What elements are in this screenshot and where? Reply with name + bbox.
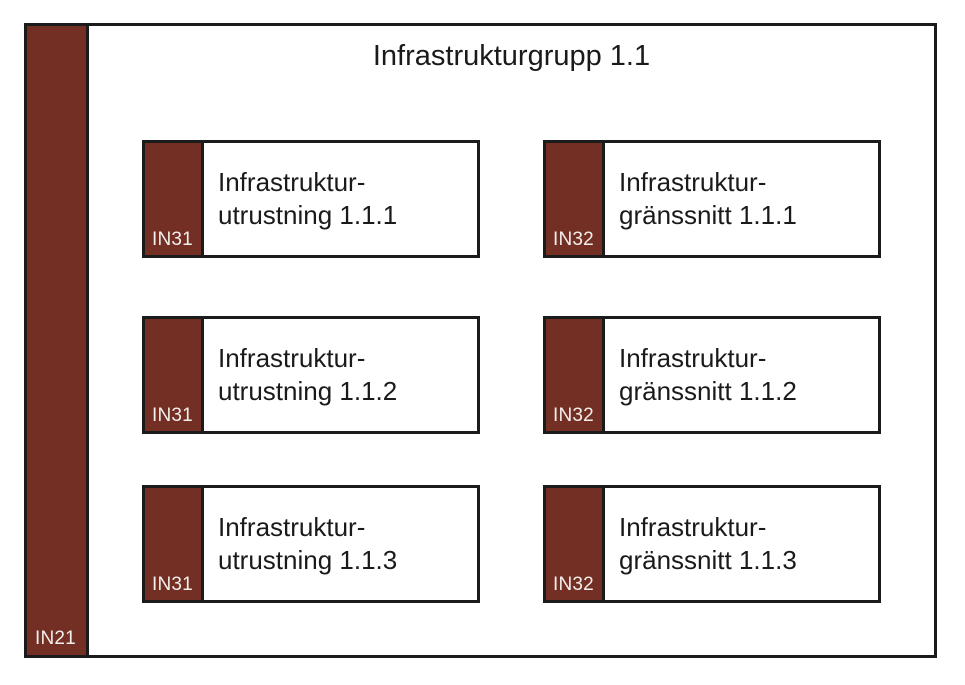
box-text-line2: utrustning 1.1.2 <box>218 376 398 406</box>
group-tab-in21: IN21 <box>27 26 89 655</box>
box-tab-in31: IN31 <box>145 488 204 600</box>
box-tab-label: IN31 <box>152 574 193 595</box>
box-text: Infrastruktur- utrustning 1.1.2 <box>204 319 477 431</box>
box-tab-in31: IN31 <box>145 143 204 255</box>
box-text-line2: gränssnitt 1.1.1 <box>619 200 797 230</box>
box-text-line1: Infrastruktur- <box>218 511 366 542</box>
group-tab-label: IN21 <box>35 628 76 649</box>
group-title: Infrastrukturgrupp 1.1 <box>372 40 651 72</box>
box-text-line1: Infrastruktur- <box>218 166 366 197</box>
box-tab-label: IN32 <box>553 405 594 426</box>
box-tab-in32: IN32 <box>546 143 605 255</box>
box-text: Infrastruktur- gränssnitt 1.1.2 <box>605 319 878 431</box>
box-text-line2: gränssnitt 1.1.2 <box>619 376 797 406</box>
box-tab-label: IN32 <box>553 574 594 595</box>
box-text: Infrastruktur- utrustning 1.1.1 <box>204 143 477 255</box>
box-text-line2: utrustning 1.1.3 <box>218 545 398 575</box>
box-tab-label: IN32 <box>553 229 594 250</box>
box-text: Infrastruktur- gränssnitt 1.1.3 <box>605 488 878 600</box>
box-utrustning-1-1-3: IN31 Infrastruktur- utrustning 1.1.3 <box>142 485 480 603</box>
box-text: Infrastruktur- utrustning 1.1.3 <box>204 488 477 600</box>
box-tab-in31: IN31 <box>145 319 204 431</box>
box-text-line1: Infrastruktur- <box>619 342 767 373</box>
box-text-line1: Infrastruktur- <box>218 342 366 373</box>
box-tab-in32: IN32 <box>546 488 605 600</box>
box-tab-label: IN31 <box>152 405 193 426</box>
box-granssnitt-1-1-3: IN32 Infrastruktur- gränssnitt 1.1.3 <box>543 485 881 603</box>
box-text-line1: Infrastruktur- <box>619 166 767 197</box>
box-text-line1: Infrastruktur- <box>619 511 767 542</box>
group-body: Infrastrukturgrupp 1.1 IN31 Infrastruktu… <box>89 26 934 655</box>
box-granssnitt-1-1-2: IN32 Infrastruktur- gränssnitt 1.1.2 <box>543 316 881 434</box>
box-text-line2: gränssnitt 1.1.3 <box>619 545 797 575</box>
box-utrustning-1-1-1: IN31 Infrastruktur- utrustning 1.1.1 <box>142 140 480 258</box>
box-granssnitt-1-1-1: IN32 Infrastruktur- gränssnitt 1.1.1 <box>543 140 881 258</box>
box-text-line2: utrustning 1.1.1 <box>218 200 398 230</box>
infrastructure-group-box: IN21 Infrastrukturgrupp 1.1 IN31 Infrast… <box>24 23 937 658</box>
box-tab-label: IN31 <box>152 229 193 250</box>
box-text: Infrastruktur- gränssnitt 1.1.1 <box>605 143 878 255</box>
box-utrustning-1-1-2: IN31 Infrastruktur- utrustning 1.1.2 <box>142 316 480 434</box>
box-tab-in32: IN32 <box>546 319 605 431</box>
